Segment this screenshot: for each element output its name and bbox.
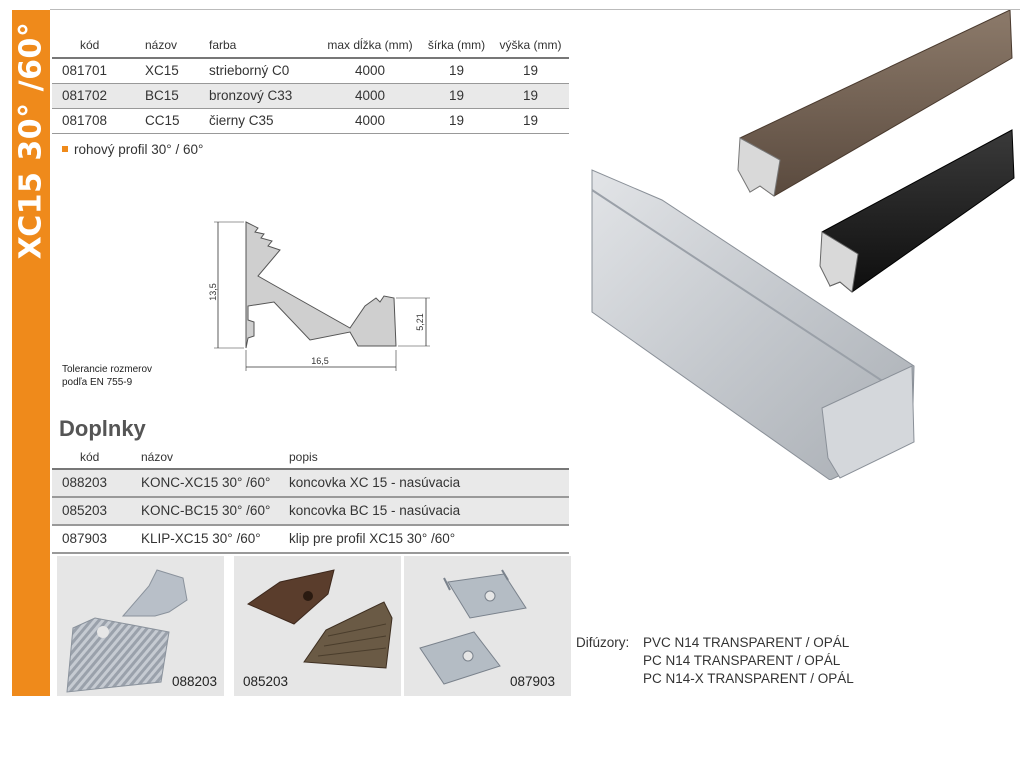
- spec-header-color: farba: [207, 34, 319, 59]
- spec-cell-length: 4000: [319, 58, 421, 84]
- spec-header-row: kód názov farba max dĺžka (mm) šírka (mm…: [52, 34, 569, 59]
- acc-cell-code: 085203: [52, 497, 141, 526]
- sidebar-title: XC15 30° /60°: [13, 21, 49, 259]
- acc-header-name: názov: [141, 447, 289, 470]
- spec-cell-width: 19: [421, 108, 492, 134]
- acc-cell-name: KONC-BC15 30° /60°: [141, 497, 289, 526]
- diffuser-line: PVC N14 TRANSPARENT / OPÁL: [643, 635, 850, 650]
- thumbnail-code: 085203: [243, 674, 289, 689]
- profile-bullet-text: rohový profil 30° / 60°: [74, 142, 204, 157]
- accessories-header-row: kód názov popis: [52, 447, 569, 470]
- spec-cell-code: 081702: [52, 83, 145, 109]
- acc-cell-desc: koncovka BC 15 - nasúvacia: [289, 497, 569, 526]
- spec-cell-code: 081701: [52, 58, 145, 84]
- profile-cross-section-drawing: 13,5 16,5 5,21: [208, 221, 430, 371]
- thumbnail-code: 088203: [172, 674, 218, 689]
- spec-header-code: kód: [52, 34, 145, 59]
- table-row: 081708 CC15 čierny C35 4000 19 19: [52, 108, 569, 134]
- bronze-profile-end: [737, 137, 781, 197]
- spec-cell-color: čierny C35: [207, 108, 319, 134]
- spec-cell-length: 4000: [319, 108, 421, 134]
- spec-cell-name: XC15: [145, 58, 207, 84]
- sidebar-title-wrap: XC15 30° /60°: [12, 10, 50, 270]
- top-divider: [50, 9, 1020, 10]
- table-row: 088203 KONC-XC15 30° /60° koncovka XC 15…: [52, 469, 569, 498]
- table-row: 081701 XC15 strieborný C0 4000 19 19: [52, 58, 569, 84]
- width-dim-label: 16,5: [311, 356, 329, 366]
- table-row: 081702 BC15 bronzový C33 4000 19 19: [52, 83, 569, 109]
- mounting-clip-icon: [419, 569, 527, 685]
- diffusers-label: Difúzory:: [576, 635, 630, 650]
- bronze-end-cap-icon: [246, 569, 393, 669]
- tolerance-line-1: Tolerancie rozmerov: [62, 364, 153, 375]
- profile-product-photo: [591, 10, 1015, 480]
- thumbnail-silver-end-cap: 088203: [57, 556, 224, 696]
- accessories-title: Doplnky: [59, 416, 146, 441]
- table-row: 085203 KONC-BC15 30° /60° koncovka BC 15…: [52, 497, 569, 526]
- sidebar-band: XC15 30° /60°: [12, 10, 50, 696]
- spec-header-length: max dĺžka (mm): [319, 34, 421, 59]
- spec-cell-color: strieborný C0: [207, 58, 319, 84]
- silver-profile-groove: [591, 189, 891, 387]
- table-row: 087903 KLIP-XC15 30° /60° klip pre profi…: [52, 525, 569, 554]
- diffuser-line: PC N14 TRANSPARENT / OPÁL: [643, 653, 841, 668]
- diffuser-line: PC N14-X TRANSPARENT / OPÁL: [643, 671, 854, 686]
- spec-header-width: šírka (mm): [421, 34, 492, 59]
- acc-cell-code: 088203: [52, 469, 141, 498]
- profile-shape: [245, 221, 397, 349]
- acc-cell-desc: klip pre profil XC15 30° /60°: [289, 525, 569, 554]
- spec-header-name: názov: [145, 34, 207, 59]
- spec-cell-height: 19: [492, 58, 569, 84]
- spec-cell-width: 19: [421, 83, 492, 109]
- spec-cell-code: 081708: [52, 108, 145, 134]
- acc-cell-code: 087903: [52, 525, 141, 554]
- silver-profile-end: [821, 365, 915, 479]
- spec-cell-name: BC15: [145, 83, 207, 109]
- acc-cell-name: KLIP-XC15 30° /60°: [141, 525, 289, 554]
- profile-bullet: rohový profil 30° / 60°: [62, 142, 203, 157]
- accessories-table: kód názov popis 088203 KONC-XC15 30° /60…: [52, 447, 569, 554]
- spec-cell-name: CC15: [145, 108, 207, 134]
- silver-end-cap-icon: [66, 569, 188, 693]
- acc-header-code: kód: [52, 447, 141, 470]
- black-profile-end: [819, 231, 859, 293]
- thumbnail-bronze-end-cap: 085203: [234, 556, 401, 696]
- acc-header-desc: popis: [289, 447, 569, 470]
- side-dim-label: 5,21: [415, 313, 425, 331]
- thumbnail-mounting-clip: 087903: [404, 556, 571, 696]
- tolerance-line-2: podľa EN 755-9: [62, 377, 133, 388]
- acc-cell-desc: koncovka XC 15 - nasúvacia: [289, 469, 569, 498]
- spec-cell-length: 4000: [319, 83, 421, 109]
- spec-header-height: výška (mm): [492, 34, 569, 59]
- acc-cell-name: KONC-XC15 30° /60°: [141, 469, 289, 498]
- spec-table: kód názov farba max dĺžka (mm) šírka (mm…: [52, 34, 569, 134]
- bullet-square-icon: [62, 146, 68, 153]
- diffusers-lines: PVC N14 TRANSPARENT / OPÁL PC N14 TRANSP…: [643, 634, 854, 688]
- spec-cell-height: 19: [492, 83, 569, 109]
- thumbnail-code: 087903: [510, 674, 556, 689]
- height-dim-label: 13,5: [208, 283, 218, 301]
- spec-cell-height: 19: [492, 108, 569, 134]
- tolerance-note: Tolerancie rozmerov podľa EN 755-9: [62, 363, 152, 389]
- spec-cell-color: bronzový C33: [207, 83, 319, 109]
- spec-cell-width: 19: [421, 58, 492, 84]
